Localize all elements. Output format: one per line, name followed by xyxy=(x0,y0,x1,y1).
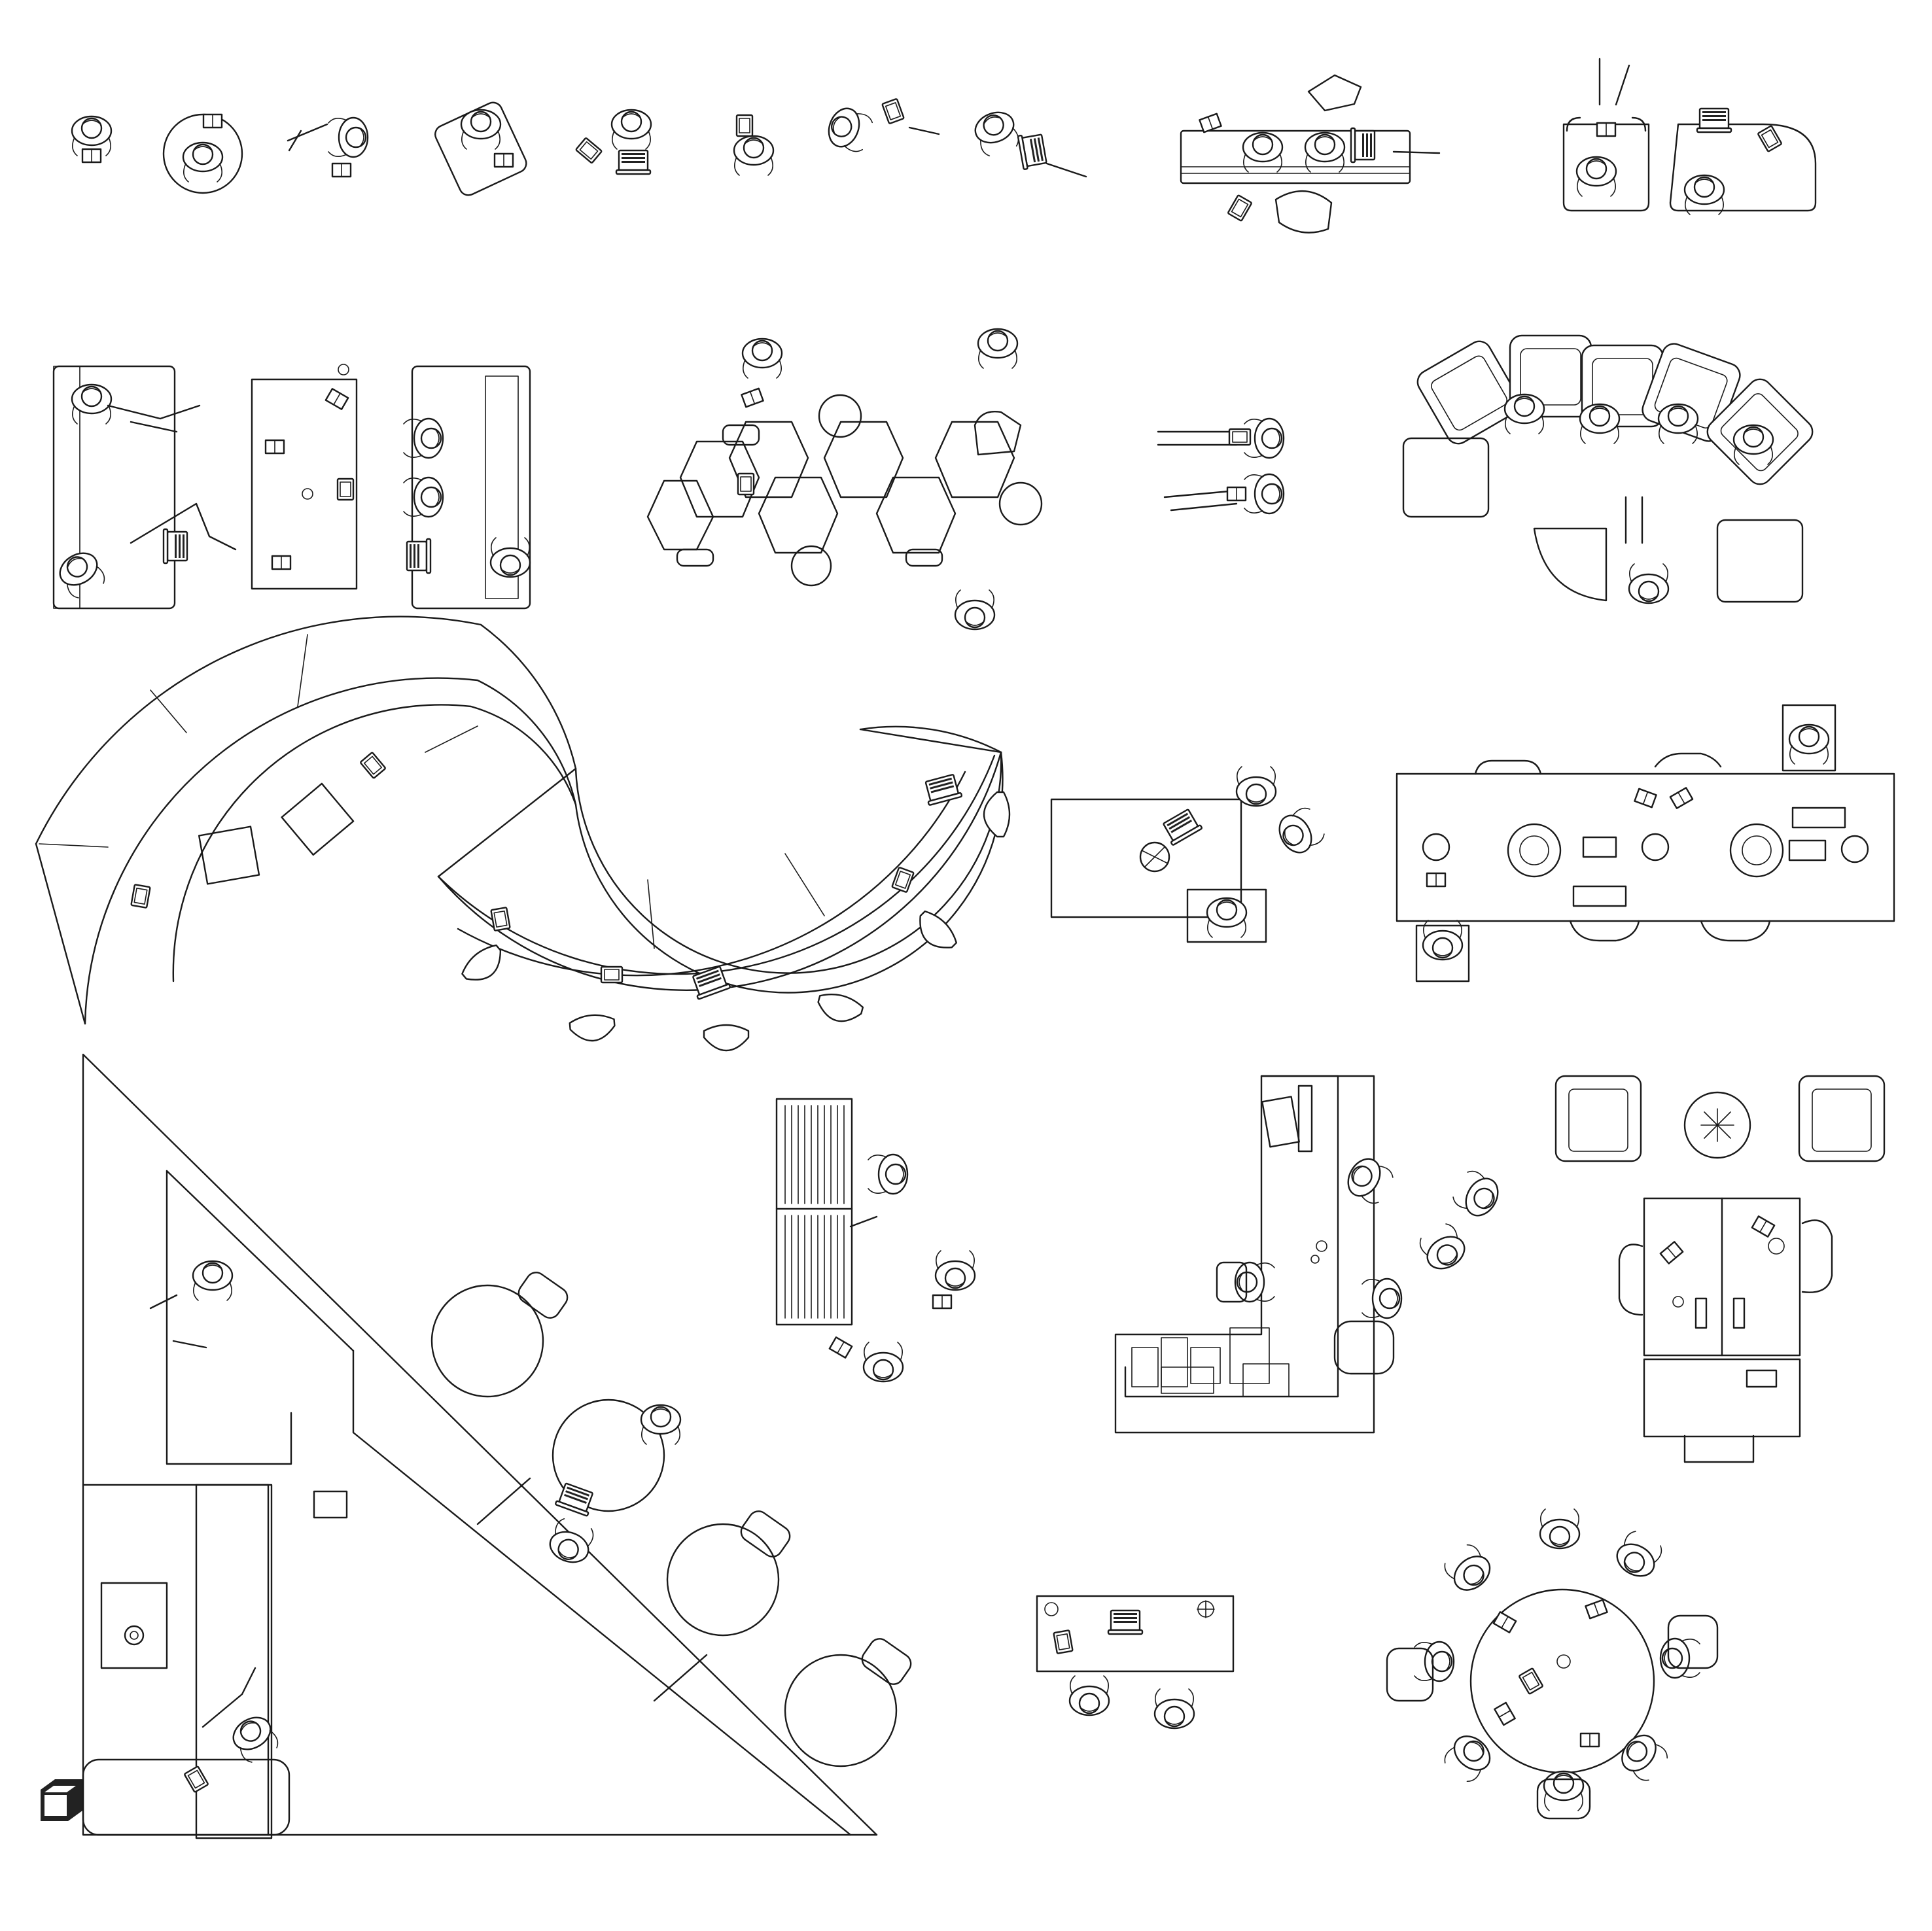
sofa-lounge xyxy=(52,364,531,610)
s-curve-bench xyxy=(35,616,1011,1052)
round-table-group xyxy=(1386,1508,1719,1820)
hexagon-pods xyxy=(646,328,1043,631)
small-meeting-table xyxy=(1050,765,1328,943)
long-workbench xyxy=(1396,704,1895,983)
floor-sitters xyxy=(1157,417,1285,515)
triangle-lounge xyxy=(82,1053,912,1839)
modular-lounge xyxy=(1402,334,1818,604)
l-desk xyxy=(1114,1075,1505,1434)
armchairs-with-plant xyxy=(1554,1075,1886,1463)
bag-icon xyxy=(1307,74,1362,112)
armchair-pair xyxy=(1562,58,1817,216)
two-person-desk xyxy=(1036,1595,1235,1730)
row1-figures xyxy=(71,97,1087,196)
bookshelf xyxy=(775,1098,976,1383)
plant-icon xyxy=(1139,841,1170,873)
cube-logo-icon xyxy=(41,1779,82,1821)
bench-pair xyxy=(1180,74,1441,234)
